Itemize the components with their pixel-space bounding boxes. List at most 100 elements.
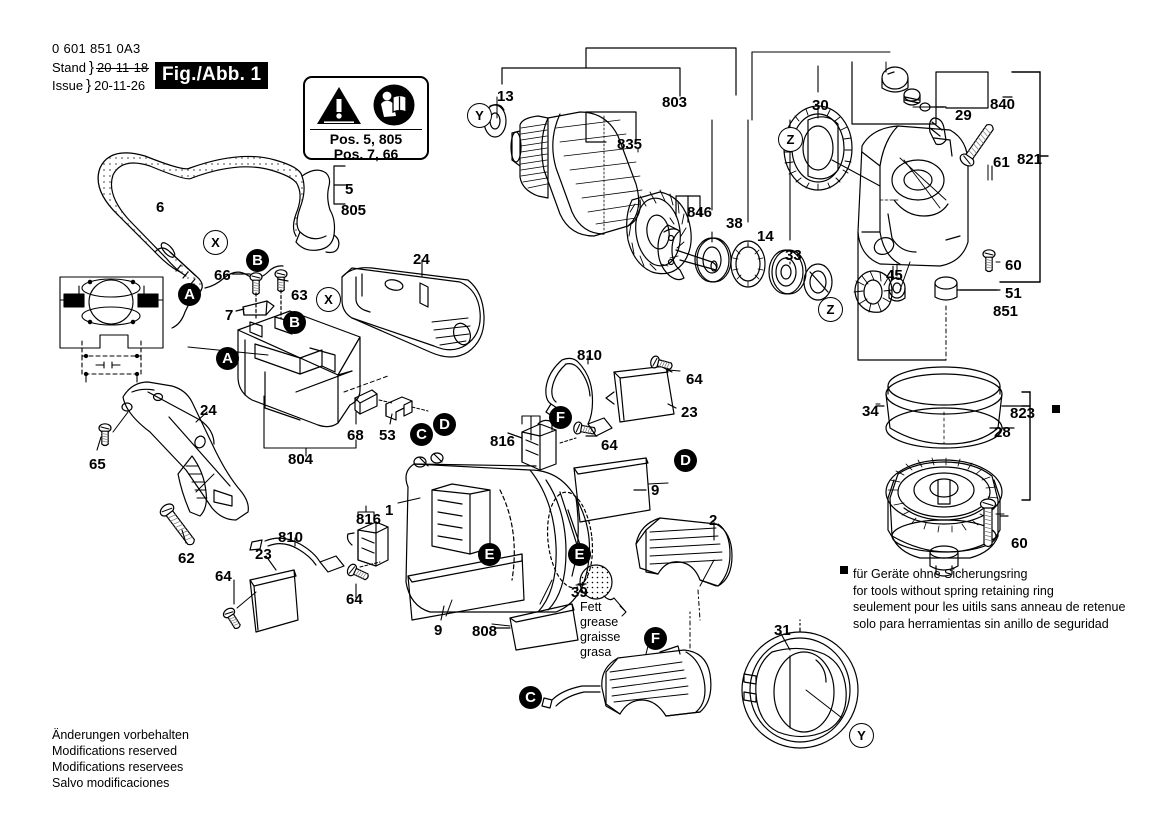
callout-13: 13 <box>497 88 514 105</box>
callout-64: 64 <box>215 568 232 585</box>
callout-808: 808 <box>472 623 498 640</box>
callout-64: 64 <box>601 437 618 454</box>
callout-38: 38 <box>726 215 743 232</box>
callout-68: 68 <box>347 427 364 444</box>
connector-marker-y-mY2: Y <box>849 723 874 748</box>
callout-7: 7 <box>225 307 234 324</box>
footer-de: Änderungen vorbehalten <box>52 728 189 742</box>
footnote-square-marker <box>840 566 848 574</box>
grease-note: Fett grease graisse grasa <box>580 600 620 660</box>
callout-60: 60 <box>1011 535 1028 552</box>
spacer-851 <box>934 276 958 301</box>
callout-23: 23 <box>255 546 272 563</box>
callout-9: 9 <box>434 622 443 639</box>
pinion-45 <box>853 270 893 313</box>
callout-24: 24 <box>413 251 430 268</box>
pin-840 <box>928 117 947 146</box>
stand-label: Stand <box>52 60 86 75</box>
field-coil-lower <box>541 645 712 717</box>
connector-marker-c-mC2: C <box>519 686 542 709</box>
handle-shell-24-right <box>341 267 485 358</box>
brush-holder-816-right <box>507 419 557 471</box>
connector-marker-y-mY1: Y <box>467 103 492 128</box>
connector-marker-x-mX2: X <box>316 287 341 312</box>
motor-housing-1 <box>405 452 594 613</box>
stand-date-struck: 20-11-18 <box>95 60 150 75</box>
part-7-clamp <box>242 300 275 316</box>
spring-29-washer <box>903 88 921 106</box>
grease-note-en: grease <box>580 615 619 629</box>
brush-holder-816-left <box>346 521 389 567</box>
part-number-code: 0 601 851 0A3 <box>52 41 141 56</box>
ring-near-z <box>803 263 833 301</box>
callout-835: 835 <box>617 136 643 153</box>
revision-block: Stand } 20-11-18 Issue } 20-11-26 <box>52 59 150 94</box>
warning-pos-line-2: Pos. 7, 66 <box>333 145 399 162</box>
callout-33: 33 <box>785 247 802 264</box>
callout-23: 23 <box>681 404 698 421</box>
rear-cover-31 <box>741 619 859 749</box>
grease-note-de: Fett <box>580 600 602 614</box>
connector-marker-z-mZ2: Z <box>818 297 843 322</box>
brush-lead-810-left <box>249 537 345 573</box>
connector-marker-d-mD2: D <box>674 449 697 472</box>
grease-note-fr: graisse <box>580 630 621 644</box>
callout-30: 30 <box>812 97 829 114</box>
callout-60: 60 <box>1005 257 1022 274</box>
callout-823: 823 <box>1010 405 1036 422</box>
footnote-es: solo para herramientas sin anillo de seg… <box>853 616 1109 631</box>
connector-marker-x-mX1: X <box>203 230 228 255</box>
connector-marker-f-mF2: F <box>644 627 667 650</box>
callout-846: 846 <box>687 204 713 221</box>
plate-9-right <box>573 457 651 523</box>
screw-65 <box>98 423 112 447</box>
warning-triangle-icon <box>317 87 361 124</box>
callout-840: 840 <box>990 96 1016 113</box>
figure-label: Fig./Abb. 1 <box>155 62 269 89</box>
callout-810: 810 <box>278 529 304 546</box>
footer-es: Salvo modificaciones <box>52 776 170 790</box>
brace-bottom: } <box>86 77 92 94</box>
grease-part-39 <box>579 564 615 601</box>
callout-6: 6 <box>156 199 165 216</box>
callout-803: 803 <box>662 94 688 111</box>
group-840 <box>881 66 947 146</box>
bearing-33 <box>768 249 807 295</box>
connector-marker-b-mB1: B <box>246 249 269 272</box>
callout-24: 24 <box>200 402 217 419</box>
callout-821: 821 <box>1017 151 1043 168</box>
connector-marker-d-mD1: D <box>433 413 456 436</box>
callout-2: 2 <box>709 512 718 529</box>
connector-marker-z-mZ1: Z <box>778 127 803 152</box>
read-manual-icon <box>373 84 415 126</box>
callout-1: 1 <box>385 502 394 519</box>
armature-835 <box>510 111 718 275</box>
retaining-ring-footnote: für Geräte ohne Sicherungsring for tools… <box>840 566 1125 633</box>
retaining-clip-846 <box>657 224 685 281</box>
callout-851: 851 <box>993 303 1019 320</box>
screw-64-brush-right <box>572 420 597 438</box>
callout-28: 28 <box>994 424 1011 441</box>
issue-date: 20-11-26 <box>94 78 146 93</box>
callout-810: 810 <box>577 347 603 364</box>
callout-816: 816 <box>490 433 516 450</box>
modifications-footer: Änderungen vorbehalten Modifications res… <box>52 727 189 791</box>
connector-marker-b-mB2: B <box>283 311 306 334</box>
cover-plate-23-left <box>249 569 299 633</box>
warning-box: Pos. 5, 805 Pos. 7, 66 <box>303 76 429 162</box>
callout-53: 53 <box>379 427 396 444</box>
warning-pos-line-1: Pos. 5, 805 <box>329 131 403 147</box>
gear-housing-assembly <box>885 457 1003 577</box>
washer-14 <box>730 240 766 288</box>
callout-64: 64 <box>346 591 363 608</box>
footnote-fr: seulement pour les uitils sans anneau de… <box>853 600 1126 615</box>
callout-62: 62 <box>178 550 195 567</box>
connector-marker-a-mA1: A <box>178 283 201 306</box>
callout-816: 816 <box>356 511 382 528</box>
connector-marker-c-mC1: C <box>410 423 433 446</box>
wiring-schematic <box>59 276 164 383</box>
callout-65: 65 <box>89 456 106 473</box>
callout-39: 39 <box>571 584 588 601</box>
